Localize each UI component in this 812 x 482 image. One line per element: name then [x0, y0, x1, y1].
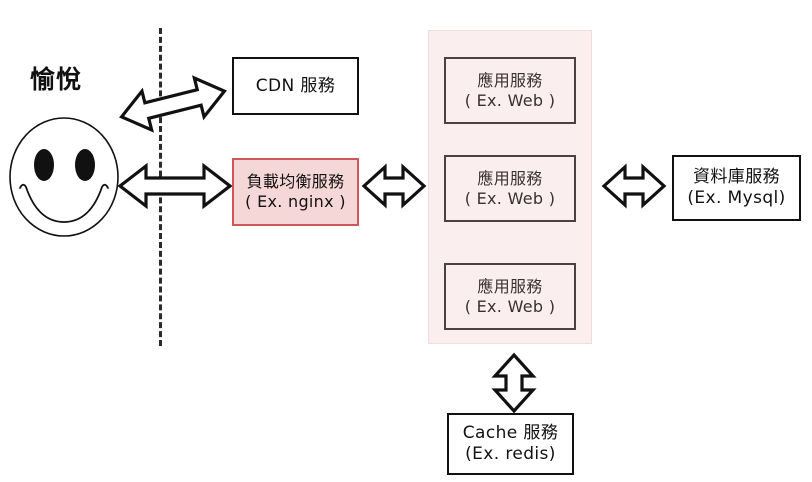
arrow-user-to-cdn [112, 68, 234, 140]
node-app-service-3-line2: ( Ex. Web ) [464, 296, 556, 316]
node-database-service-line1: 資料庫服務 [693, 167, 780, 188]
arrow-user-to-load-balancer [116, 158, 234, 214]
arrow-app-cluster-to-cache [489, 352, 539, 414]
node-app-service-1-line2: ( Ex. Web ) [464, 90, 556, 110]
node-app-service-3-line1: 應用服務 [477, 276, 543, 296]
node-cache-service[interactable]: Cache 服務 (Ex. redis) [447, 413, 574, 475]
node-cache-service-line1: Cache 服務 [462, 423, 559, 444]
node-app-service-2[interactable]: 應用服務 ( Ex. Web ) [444, 155, 576, 222]
arrow-app-cluster-to-database [601, 160, 667, 212]
node-load-balancer-line2: ( Ex. nginx ) [245, 192, 346, 211]
node-database-service-line2: (Ex. Mysql) [687, 188, 786, 208]
node-app-service-1[interactable]: 應用服務 ( Ex. Web ) [444, 57, 576, 124]
node-cdn-service-line1: CDN 服務 [255, 75, 336, 96]
node-cache-service-line2: (Ex. redis) [465, 444, 556, 464]
user-zone-label: 愉悅 [30, 65, 83, 94]
node-database-service[interactable]: 資料庫服務 (Ex. Mysql) [672, 155, 801, 221]
node-load-balancer-line1: 負載均衡服務 [246, 172, 345, 192]
node-app-service-2-line2: ( Ex. Web ) [464, 188, 556, 208]
node-app-service-1-line1: 應用服務 [477, 70, 543, 90]
smiley-face-icon [6, 114, 122, 240]
node-app-service-3[interactable]: 應用服務 ( Ex. Web ) [444, 263, 576, 330]
node-load-balancer-service[interactable]: 負載均衡服務 ( Ex. nginx ) [232, 158, 359, 226]
arrow-load-balancer-to-app-cluster [361, 160, 427, 212]
node-app-service-2-line1: 應用服務 [477, 168, 543, 188]
node-cdn-service[interactable]: CDN 服務 [232, 57, 359, 115]
